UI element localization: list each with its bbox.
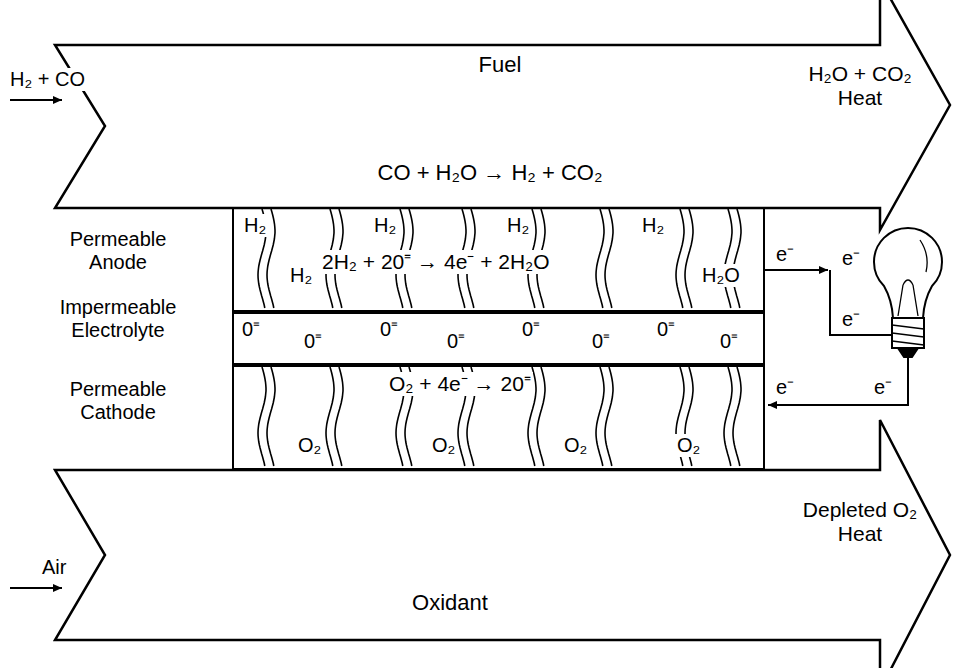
inlet-arrow [10, 99, 62, 101]
fuel-arrow [55, 0, 950, 230]
electrolyte-layer: 0⁼ 0⁼ 0⁼ 0⁼ 0⁼ 0⁼ 0⁼ 0⁼ [232, 312, 765, 365]
node-text: 0⁼ [302, 330, 324, 353]
pore-line [596, 367, 604, 466]
label-text: Air [40, 556, 68, 579]
node-text: 0⁼ [655, 318, 677, 341]
label-text: e⁻ [840, 247, 862, 270]
pore-line [733, 367, 741, 466]
node-text: 0⁼ [718, 330, 740, 353]
pore-line [596, 209, 604, 308]
wire [768, 356, 908, 405]
node-text: Depleted O₂ Heat [798, 498, 922, 546]
pore-line [267, 367, 275, 466]
node-text: Oxidant [410, 590, 490, 615]
node-text: 0⁼ [590, 330, 612, 353]
node-text: O₂ [296, 434, 323, 457]
node-text: Fuel [477, 52, 524, 77]
node-text: H₂O [700, 264, 742, 287]
node-text: 0⁼ [445, 330, 467, 353]
oxidant-arrow [55, 420, 950, 668]
fuel-stream: Fuel CO + H₂O → H₂ + CO₂ H₂O + CO₂ Heat [0, 0, 953, 208]
cathode-layer: O₂ + 4e⁻ → 20⁼ O₂ O₂ O₂ O₂ [232, 365, 765, 470]
node-text: 2H₂ + 20⁼ → 4e⁻ + 2H₂O [320, 250, 552, 274]
pore-line [605, 209, 613, 308]
label-text: e⁻ [774, 243, 796, 266]
light-bulb [874, 228, 942, 357]
pore-line [258, 367, 266, 466]
node-text: O₂ [562, 434, 589, 457]
node-text: 0⁼ [378, 318, 400, 341]
pore-line [724, 209, 732, 308]
pore-line [326, 367, 334, 466]
node-text: 0⁼ [520, 318, 542, 341]
node-text: H₂ [242, 214, 268, 237]
label-text: Permeable Anode [51, 228, 185, 274]
label-text: e⁻ [872, 376, 894, 399]
pore-line [605, 367, 613, 466]
label-text: Impermeable Electrolyte [51, 296, 185, 342]
node-text: H₂ [640, 214, 666, 237]
node-text: H₂O + CO₂ Heat [798, 62, 922, 110]
oxidant-stream: Oxidant Depleted O₂ Heat [0, 470, 953, 668]
pore-line [685, 209, 693, 308]
pore-lines [258, 209, 741, 466]
node-text: O₂ [675, 434, 702, 457]
node-text: H₂ [288, 264, 314, 287]
label-text: e⁻ [774, 376, 796, 399]
inlet-arrow [10, 587, 62, 589]
node-text: O₂ + 4e⁻ → 20⁼ [387, 372, 533, 396]
pore-line [724, 367, 732, 466]
node-text: H₂ [372, 214, 398, 237]
node-text: O₂ [430, 434, 457, 457]
pore-line [733, 209, 741, 308]
label-text: H₂ + CO [8, 68, 87, 91]
node-text: CO + H₂O → H₂ + CO₂ [376, 160, 605, 185]
label-text: e⁻ [840, 308, 862, 331]
pore-line [335, 367, 343, 466]
anode-layer: H₂ H₂ H₂ H₂ H₂ 2H₂ + 20⁼ → 4e⁻ + 2H₂O H₂O [232, 207, 765, 312]
wire [765, 269, 828, 271]
pore-line [537, 367, 545, 466]
label-text: Permeable Cathode [51, 378, 185, 424]
node-text: 0⁼ [240, 318, 262, 341]
node-text: H₂ [505, 214, 531, 237]
pore-line [676, 209, 684, 308]
